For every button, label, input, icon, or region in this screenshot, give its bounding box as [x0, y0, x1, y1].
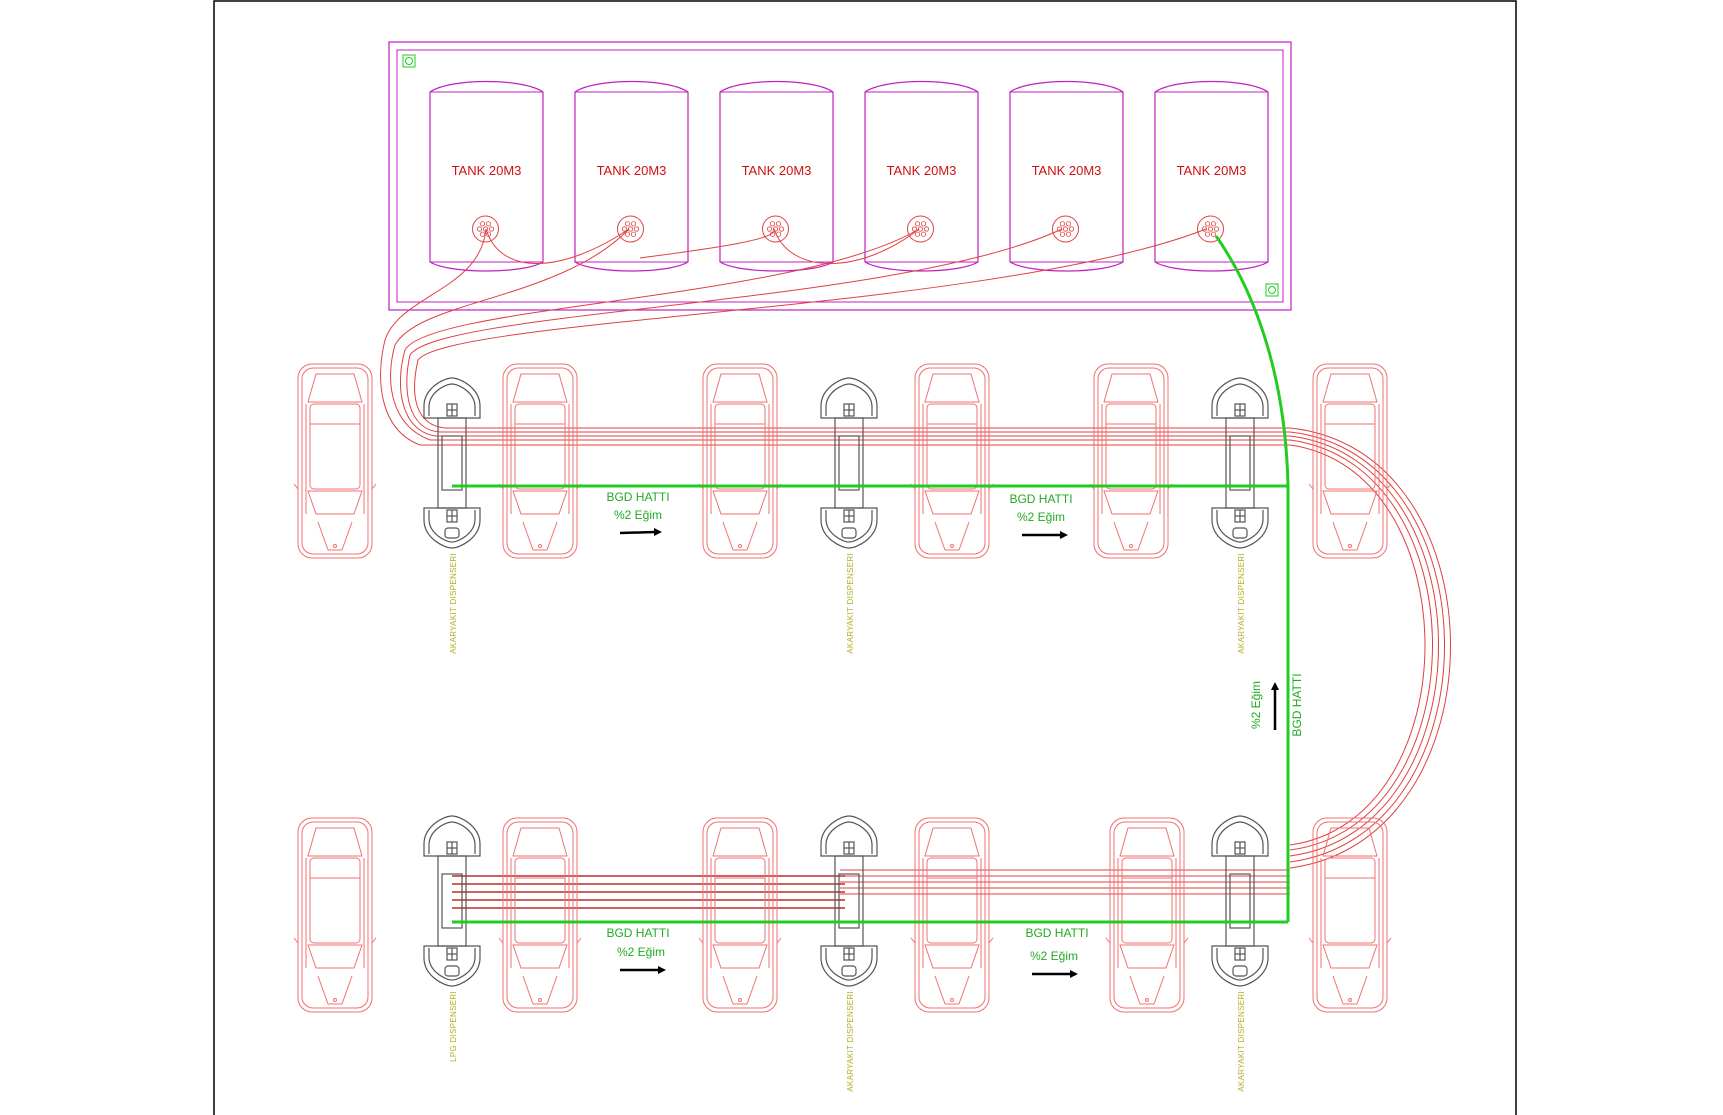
- bgd-line-label: BGD HATTI: [606, 926, 669, 940]
- pipe-segment: [1289, 435, 1439, 857]
- pipe-segment: [406, 228, 1063, 433]
- tank-body: [574, 80, 689, 272]
- pipe-segment: [485, 228, 630, 264]
- bgd-line-label: BGD HATTI: [1290, 673, 1304, 736]
- tank-enclosure-outer: [388, 41, 1292, 311]
- car-icon: [910, 817, 994, 1013]
- car-icon: [910, 363, 994, 559]
- pipe-segment: [390, 228, 630, 441]
- tank-body: [864, 80, 979, 272]
- tank-6: TANK 20M3: [1154, 80, 1269, 272]
- dispenser-label: AKARYAKIT DISPENSERI: [449, 553, 458, 654]
- lpg-pipes: [452, 875, 845, 909]
- arrow-right-icon: [1032, 970, 1078, 978]
- tank-enclosure-inner: [396, 49, 1284, 303]
- dispenser-icon: AKARYAKIT DISPENSERI: [1211, 815, 1269, 1092]
- manhole-icon: [907, 215, 934, 243]
- tank-2: TANK 20M3: [574, 80, 689, 272]
- dispenser-label: AKARYAKIT DISPENSERI: [1237, 553, 1246, 654]
- fuel-pipes: [380, 228, 1451, 895]
- dispenser-icon: AKARYAKIT DISPENSERI: [1211, 377, 1269, 654]
- arrow-right-icon: [1022, 531, 1068, 539]
- tank-label: TANK 20M3: [452, 163, 522, 178]
- tank-body: [1009, 80, 1124, 272]
- manhole-icon: [762, 215, 789, 243]
- bgd-line-label: BGD HATTI: [1009, 492, 1072, 506]
- bgd-slope-label: %2 Eğim: [1017, 510, 1065, 524]
- pipe-segment: [414, 228, 1207, 429]
- car-icon: [698, 817, 782, 1013]
- tank-3: TANK 20M3: [719, 80, 834, 272]
- tank-body: [719, 80, 834, 272]
- dispensers: AKARYAKIT DISPENSERI AKARYAKIT DISPENSERI…: [423, 377, 1269, 1092]
- tank-area: TANK 20M3 TANK 20M3 TANK 20M3 TANK 20M3 TANK…: [388, 41, 1292, 311]
- dispenser-label: AKARYAKIT DISPENSERI: [1237, 991, 1246, 1092]
- tank-4: TANK 20M3: [864, 80, 979, 272]
- bgd-slope-label: %2 Eğim: [1249, 681, 1263, 729]
- bgd-label-4: BGD HATTI %2 Eğim: [1025, 926, 1088, 963]
- bgd-line-label: BGD HATTI: [1025, 926, 1088, 940]
- arrow-right-icon: [619, 528, 662, 536]
- pipe-segment: [639, 228, 775, 259]
- dispenser-icon: AKARYAKIT DISPENSERI: [423, 377, 481, 654]
- pipe-segment: [1289, 431, 1445, 863]
- manhole-icon: [1197, 215, 1224, 243]
- tank-label: TANK 20M3: [887, 163, 957, 178]
- tank-body: [1154, 80, 1269, 272]
- arrow-right-icon: [620, 966, 666, 974]
- car-icon: [498, 817, 582, 1013]
- arrow-up-icon: [1271, 682, 1279, 730]
- bgd-slope-label: %2 Eğim: [617, 945, 665, 959]
- manhole-icon: [617, 215, 644, 243]
- bgd-label-3: BGD HATTI %2 Eğim: [606, 926, 669, 959]
- parking-cars: [293, 363, 1392, 1013]
- bgd-label-1: BGD HATTI %2 Eğim: [606, 490, 669, 522]
- tank-label: TANK 20M3: [1177, 163, 1247, 178]
- pipe-segment: [1289, 427, 1451, 869]
- bgd-label-vertical: BGD HATTI %2 Eğim: [1249, 673, 1304, 736]
- manhole-icon: [1052, 215, 1079, 243]
- corner-marker-icon: [1265, 283, 1279, 297]
- car-icon: [293, 817, 377, 1013]
- bgd-slope-label: %2 Eğim: [614, 508, 662, 522]
- dispenser-label: AKARYAKIT DISPENSERI: [846, 553, 855, 654]
- pipe-segment: [1289, 439, 1433, 851]
- car-icon: [698, 363, 782, 559]
- tank-5: TANK 20M3: [1009, 80, 1124, 272]
- dispenser-icon: LPG DISPENSERI: [423, 815, 481, 1062]
- pipe-segment: [380, 228, 487, 446]
- car-icon: [1105, 817, 1189, 1013]
- car-icon: [1308, 817, 1392, 1013]
- dispenser-icon: AKARYAKIT DISPENSERI: [820, 815, 878, 1092]
- bgd-label-2: BGD HATTI %2 Eğim: [1009, 492, 1072, 524]
- dispenser-label: AKARYAKIT DISPENSERI: [846, 991, 855, 1092]
- tank-label: TANK 20M3: [597, 163, 667, 178]
- pipe-segment: [773, 228, 920, 264]
- car-icon: [498, 363, 582, 559]
- car-icon: [1089, 363, 1173, 559]
- pipe-segment: [399, 228, 920, 437]
- bgd-line: [452, 235, 1290, 924]
- corner-marker-icon: [402, 54, 416, 68]
- bgd-slope-label: %2 Eğim: [1030, 949, 1078, 963]
- car-icon: [293, 363, 377, 559]
- bgd-line-tank-link: [1214, 235, 1290, 487]
- drawing-frame: [213, 0, 1517, 1115]
- bgd-line-label: BGD HATTI: [606, 490, 669, 504]
- dispenser-label: LPG DISPENSERI: [449, 991, 458, 1062]
- dispenser-icon: AKARYAKIT DISPENSERI: [820, 377, 878, 654]
- car-icon: [1308, 363, 1392, 559]
- tank-body: [429, 80, 544, 272]
- pipe-segment: [1289, 444, 1426, 846]
- slope-arrows: [619, 528, 1279, 978]
- manhole-icon: [472, 215, 499, 243]
- tank-1: TANK 20M3: [429, 80, 544, 272]
- tank-label: TANK 20M3: [1032, 163, 1102, 178]
- tank-label: TANK 20M3: [742, 163, 812, 178]
